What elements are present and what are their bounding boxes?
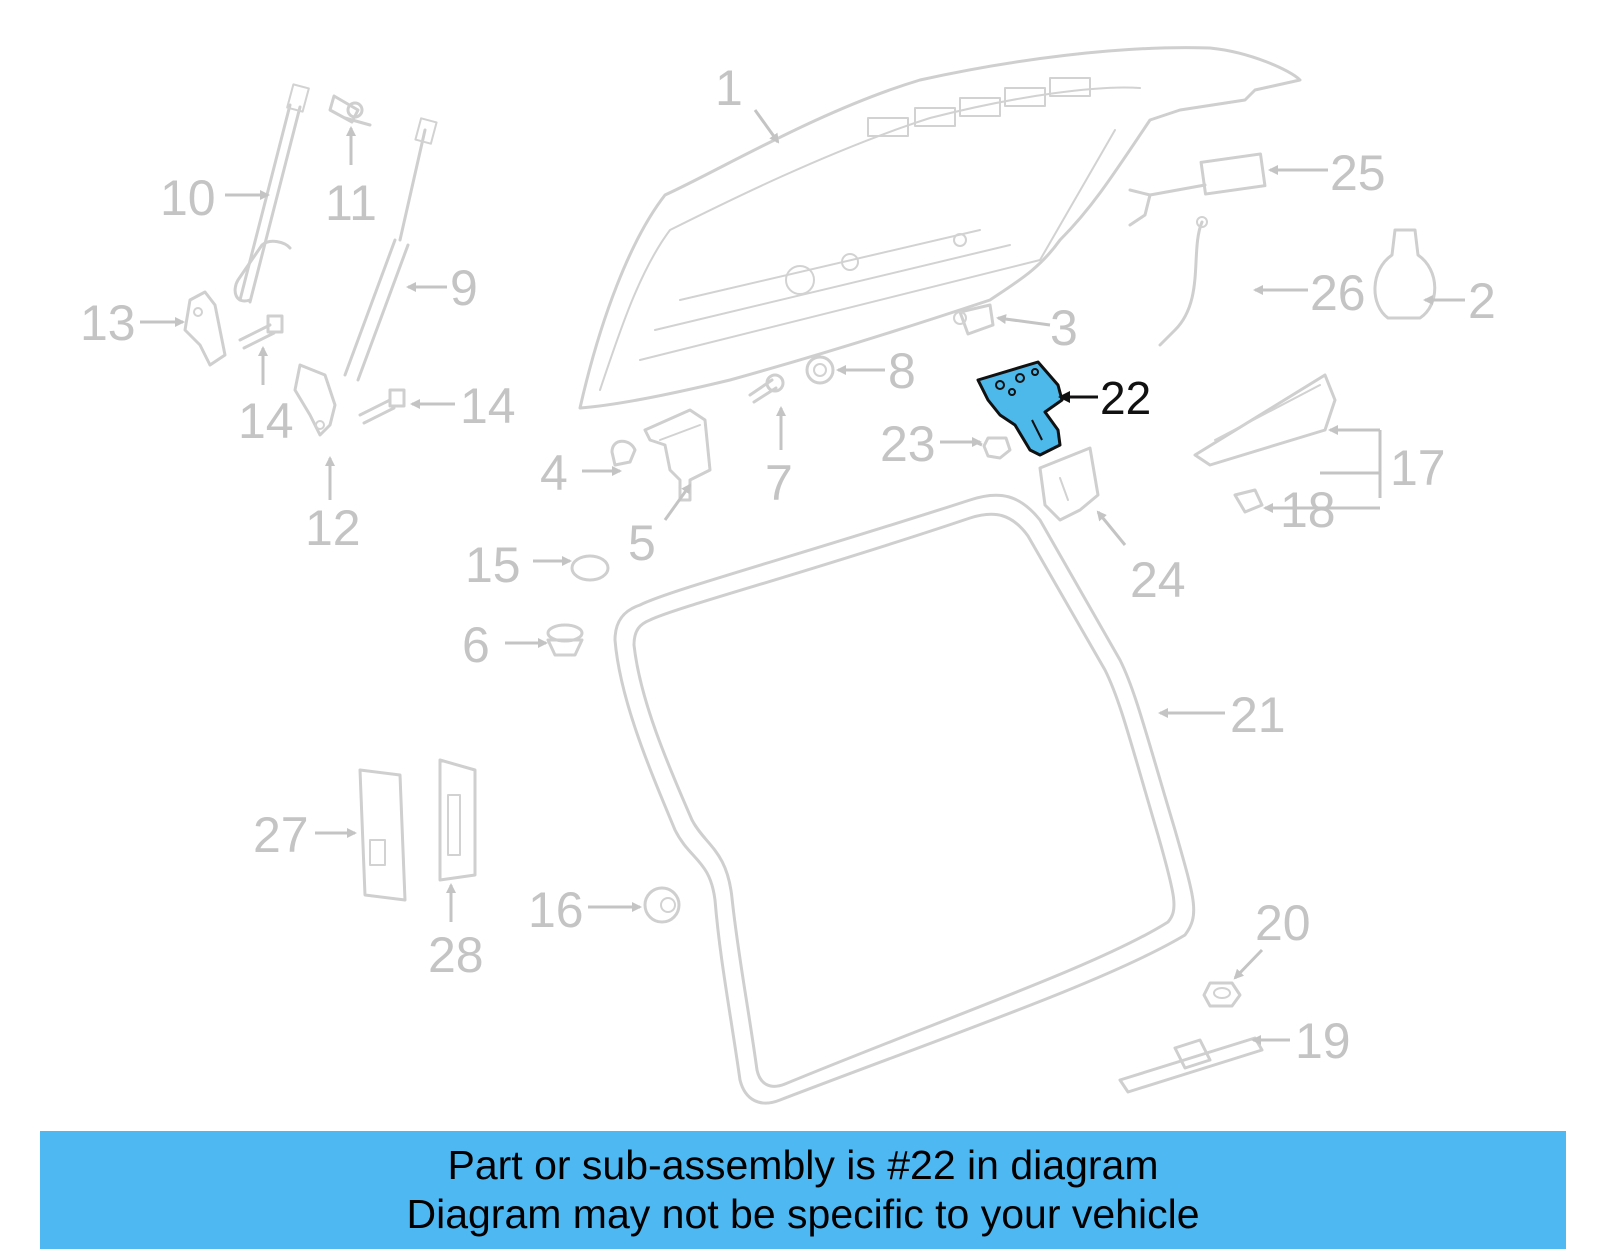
label-8: 8 (888, 343, 916, 399)
grommet-part-8 (805, 355, 835, 385)
grommet-part-16 (643, 886, 681, 924)
banner-line-1: Part or sub-assembly is #22 in diagram (447, 1142, 1159, 1188)
info-banner: Part or sub-assembly is #22 in diagram D… (40, 1131, 1566, 1249)
label-26: 26 (1310, 265, 1366, 321)
label-14-b: 14 (460, 378, 516, 434)
bumper-part-3 (953, 303, 995, 336)
label-21: 21 (1230, 687, 1286, 743)
label-15: 15 (465, 537, 521, 593)
hinge-part-12 (293, 363, 337, 437)
module-part-27 (358, 768, 407, 902)
label-6: 6 (462, 617, 490, 673)
plug-part-15 (570, 554, 610, 582)
handle-part-17 (1193, 373, 1337, 467)
rod-part-26 (1158, 216, 1208, 347)
label-5: 5 (628, 515, 656, 571)
label-17: 17 (1390, 440, 1446, 496)
label-4: 4 (540, 445, 568, 501)
label-22[interactable]: 22 (1100, 372, 1151, 424)
label-3: 3 (1050, 300, 1078, 356)
clip-part-6 (546, 623, 584, 657)
label-14-a: 14 (238, 393, 294, 449)
label-9: 9 (450, 260, 478, 316)
switch-part-18 (1233, 488, 1264, 514)
nut-part-20 (1202, 981, 1242, 1008)
label-19: 19 (1295, 1013, 1351, 1069)
bolt-part-14-lower (358, 388, 406, 425)
label-1: 1 (715, 60, 743, 116)
strut-part-9 (343, 117, 438, 382)
latch-part-22[interactable] (976, 360, 1064, 457)
label-23: 23 (880, 416, 936, 472)
label-16: 16 (528, 882, 584, 938)
bracket-part-13 (183, 290, 227, 367)
bolt-part-14-upper (238, 314, 284, 350)
label-28: 28 (428, 927, 484, 983)
bolt-part-7 (748, 373, 785, 404)
label-24: 24 (1130, 552, 1186, 608)
cap-part-2 (1373, 228, 1437, 320)
liftgate-part-1 (578, 46, 1302, 410)
label-25: 25 (1330, 145, 1386, 201)
weatherstrip-part-21 (613, 493, 1196, 1105)
label-10: 10 (160, 170, 216, 226)
label-13: 13 (80, 295, 136, 351)
label-11: 11 (325, 175, 377, 231)
switch-part-25 (1128, 152, 1267, 227)
module-part-28 (438, 758, 477, 882)
label-2: 2 (1468, 273, 1496, 329)
strut-part-10 (233, 83, 310, 304)
leader-arrows (140, 109, 1465, 1045)
hinge-part-5 (643, 408, 712, 502)
banner-line-2: Diagram may not be specific to your vehi… (406, 1191, 1200, 1237)
nut-part-23 (982, 436, 1012, 460)
bolt-part-11 (328, 94, 372, 127)
striker-part-24 (1038, 446, 1100, 522)
label-27: 27 (253, 807, 309, 863)
bracket-part-19 (1118, 1036, 1264, 1094)
label-7: 7 (765, 455, 793, 511)
label-12: 12 (305, 500, 361, 556)
label-18: 18 (1280, 482, 1336, 538)
label-20: 20 (1255, 895, 1311, 951)
bumper-part-4 (610, 439, 637, 467)
